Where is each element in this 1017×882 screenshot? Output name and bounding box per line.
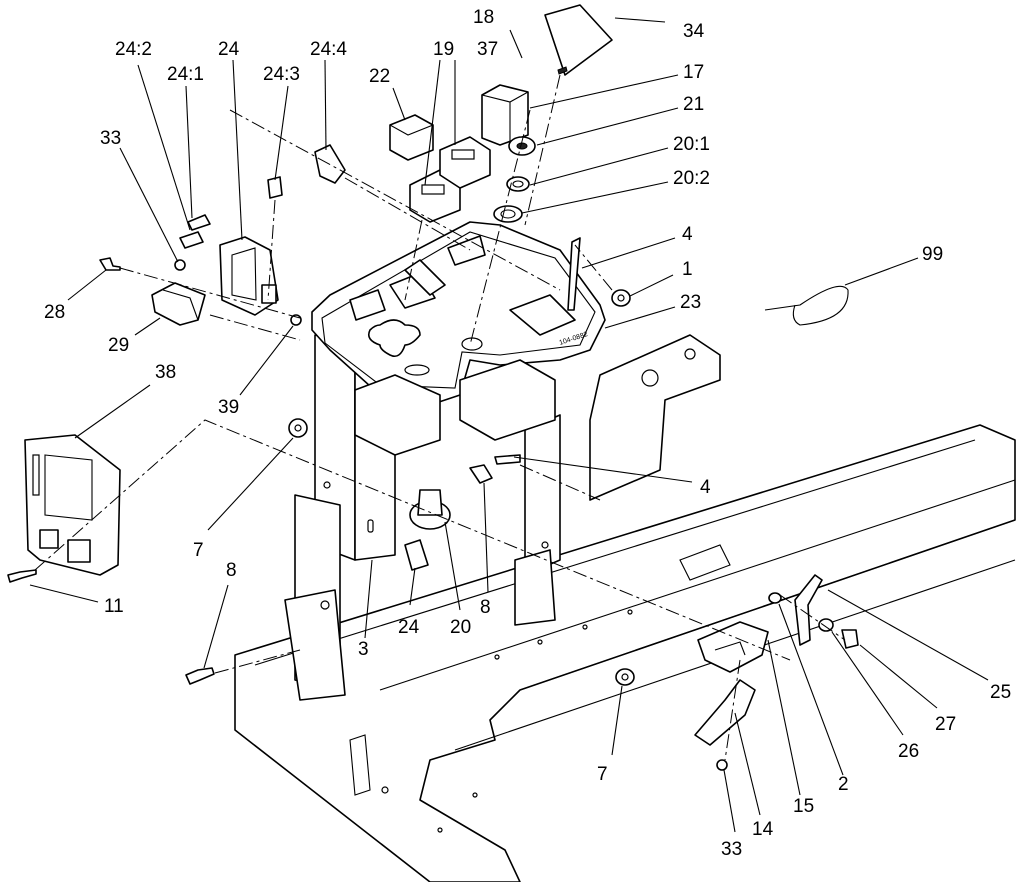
callout-33-bottom: 33 [721, 839, 742, 860]
pedestal-upright [284, 329, 396, 701]
switch-37 [439, 136, 491, 189]
callout-7-bottom: 7 [597, 764, 608, 785]
callout-33-top: 33 [100, 128, 121, 149]
callout-24-4: 24:4 [310, 39, 347, 60]
switch-14 [694, 679, 756, 746]
callout-1: 1 [682, 259, 693, 280]
fuse-24-1 [187, 214, 211, 231]
leader-lines [29, 17, 989, 833]
callout-21: 21 [683, 94, 704, 115]
callout-29: 29 [108, 335, 129, 356]
callout-37: 37 [477, 39, 498, 60]
decal-mark [557, 66, 568, 75]
washer-20-2 [493, 205, 523, 223]
nut-20-1 [506, 176, 530, 192]
callout-22: 22 [369, 66, 390, 87]
callout-24-lower: 24 [398, 617, 420, 638]
lever-25 [794, 574, 823, 646]
fuse-24-2 [179, 231, 204, 249]
callout-26: 26 [898, 741, 919, 762]
callout-38: 38 [155, 362, 176, 383]
callout-99: 99 [922, 244, 943, 265]
callout-11: 11 [104, 596, 124, 617]
callout-19: 19 [433, 39, 454, 60]
callout-8-center: 8 [480, 597, 491, 618]
centerlines [34, 74, 846, 761]
switch-17 [481, 84, 529, 146]
connector-24-lower [404, 539, 429, 571]
screw-4-lower [494, 454, 521, 465]
callout-3: 3 [358, 639, 369, 660]
callout-14: 14 [752, 819, 774, 840]
bolt-8-left [185, 667, 215, 685]
fuse-24-3 [267, 176, 283, 199]
callout-25: 25 [990, 682, 1011, 703]
decal [544, 4, 613, 76]
callout-24-3: 24:3 [263, 64, 300, 85]
callout-15: 15 [793, 796, 814, 817]
cable-tie [764, 285, 849, 326]
bracket-15 [697, 621, 769, 673]
callout-34: 34 [683, 21, 705, 42]
callout-4-lower: 4 [700, 477, 711, 498]
bolt-8-center [469, 464, 493, 484]
callout-24-2: 24:2 [115, 39, 152, 60]
callout-2: 2 [838, 774, 849, 795]
callout-7-top: 7 [193, 540, 204, 561]
callout-23: 23 [680, 292, 701, 313]
screw-11 [7, 569, 37, 583]
frame-rail [234, 424, 1016, 882]
washer-26 [818, 618, 834, 632]
control-panel: 104-0882 [311, 221, 606, 456]
callout-20-1: 20:1 [673, 134, 710, 155]
washer-2 [768, 592, 782, 604]
screw-28 [99, 257, 121, 271]
callout-4-top: 4 [682, 224, 693, 245]
right-bracket [514, 334, 721, 626]
callout-20-2: 20:2 [673, 168, 710, 189]
callout-28: 28 [44, 302, 65, 323]
callout-24-top: 24 [218, 39, 240, 60]
nut-33-top [174, 259, 186, 271]
nut-33-bottom [716, 759, 728, 771]
callout-27: 27 [935, 714, 956, 735]
callout-24-1: 24:1 [167, 64, 204, 85]
screw-4-top [567, 237, 581, 311]
callout-18: 18 [473, 7, 494, 28]
controller-module [7, 434, 121, 583]
switch-22 [389, 114, 434, 161]
callout-20: 20 [450, 617, 471, 638]
callout-labels: 18 34 24:2 24:1 24 24:3 24:4 22 19 37 17… [44, 7, 1011, 860]
callout-39: 39 [218, 397, 239, 418]
callout-8-left: 8 [226, 560, 237, 581]
bolt-27 [841, 629, 859, 649]
callout-17: 17 [683, 62, 704, 83]
